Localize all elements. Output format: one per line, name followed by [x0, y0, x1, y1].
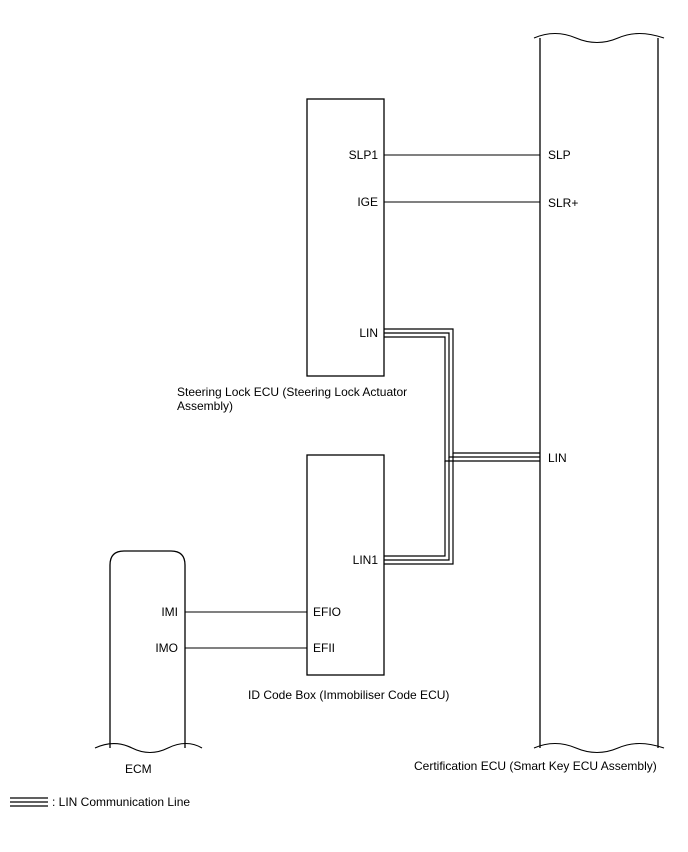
pin-slr-plus: SLR+ [548, 196, 579, 210]
steering-lock-ecu-box [306, 98, 385, 377]
pin-lin-certification: LIN [548, 451, 567, 465]
pin-lin1: LIN1 [352, 553, 378, 567]
ecm-box [109, 550, 186, 748]
ecm-caption: ECM [125, 762, 152, 776]
pin-lin-steering: LIN [359, 326, 378, 340]
pin-slp1: SLP1 [348, 148, 378, 162]
certification-ecu-break-top [533, 32, 665, 44]
pin-efii: EFII [313, 641, 336, 655]
pin-efio: EFIO [313, 605, 342, 619]
certification-ecu-caption: Certification ECU (Smart Key ECU Assembl… [414, 759, 657, 773]
id-code-box-caption: ID Code Box (Immobiliser Code ECU) [248, 688, 450, 702]
pin-imi: IMI [161, 605, 178, 619]
steering-lock-ecu-caption-line2: Assembly) [177, 399, 234, 413]
legend-label: : LIN Communication Line [52, 795, 191, 809]
lin-legend-symbol [10, 797, 48, 807]
certification-ecu-break-bottom [533, 742, 665, 754]
certification-ecu-box [539, 38, 659, 748]
pin-ige: IGE [357, 195, 378, 209]
steering-lock-ecu-caption: Steering Lock ECU (Steering Lock Actuato… [177, 385, 407, 413]
ecm-break-bottom [94, 742, 203, 754]
pin-imo: IMO [155, 641, 178, 655]
pin-slp: SLP [548, 148, 571, 162]
id-code-box-box [306, 454, 385, 676]
lin-bus [384, 328, 540, 565]
steering-lock-ecu-caption-line1: Steering Lock ECU (Steering Lock Actuato… [177, 385, 408, 399]
